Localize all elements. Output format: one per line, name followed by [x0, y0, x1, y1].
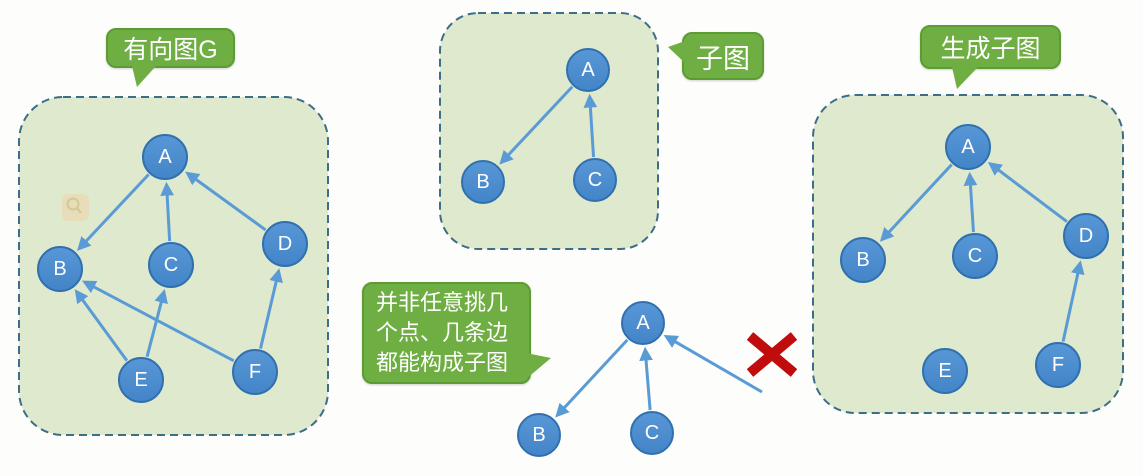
graph-edges: [74, 85, 1085, 418]
edge-directed-A-to-B: [77, 173, 150, 251]
directed-graph-label: 有向图G: [123, 36, 218, 64]
edge-directed-C-to-A: [160, 181, 175, 242]
edge-directed-F-to-D: [259, 268, 283, 349]
edge-spanning-F-to-D: [1061, 260, 1085, 342]
bubble-tail: [526, 353, 551, 379]
spanning-subgraph-box: [812, 94, 1124, 414]
spanning-subgraph-label-bubble: 生成子图: [920, 25, 1061, 89]
edge-directed-E-to-C: [145, 289, 168, 358]
edge-directed-E-to-B: [74, 289, 129, 362]
bubble-tail: [132, 66, 156, 87]
directed-graph-box: [18, 96, 329, 436]
note-line-3: 都能构成子图: [376, 350, 509, 375]
edge-invalid_pick-A-to-B: [555, 338, 629, 418]
note-line-1: 并非任意挑几: [376, 290, 509, 315]
edge-spanning-A-to-B: [879, 163, 953, 242]
edge-subgraph-A-to-B: [499, 85, 574, 165]
invalid-cross-icon: [746, 332, 798, 377]
directed-graph-label-bubble: 有向图G: [106, 28, 235, 87]
edge-spanning-D-to-A: [987, 161, 1068, 223]
subgraph-label: 子图: [696, 43, 750, 74]
subgraph-box: [439, 12, 659, 250]
bubble-tail: [952, 67, 978, 89]
edge-directed-F-to-B: [81, 280, 235, 363]
note-line-2: 个点、几条边: [376, 320, 509, 345]
subgraph-label-bubble: 子图: [668, 32, 764, 80]
edge-invalid_pick-dangling-to-A: [663, 334, 763, 394]
bubble-tail: [668, 41, 685, 63]
spanning-subgraph-label: 生成子图: [940, 35, 1041, 63]
edge-directed-D-to-A: [185, 171, 267, 232]
note-bubble: 并非任意挑几 个点、几条边 都能构成子图: [362, 282, 551, 384]
edge-subgraph-C-to-A: [583, 93, 598, 158]
edge-spanning-C-to-A: [963, 171, 978, 233]
magnifier-watermark-icon: [62, 194, 89, 221]
edge-invalid_pick-C-to-A: [639, 346, 653, 411]
